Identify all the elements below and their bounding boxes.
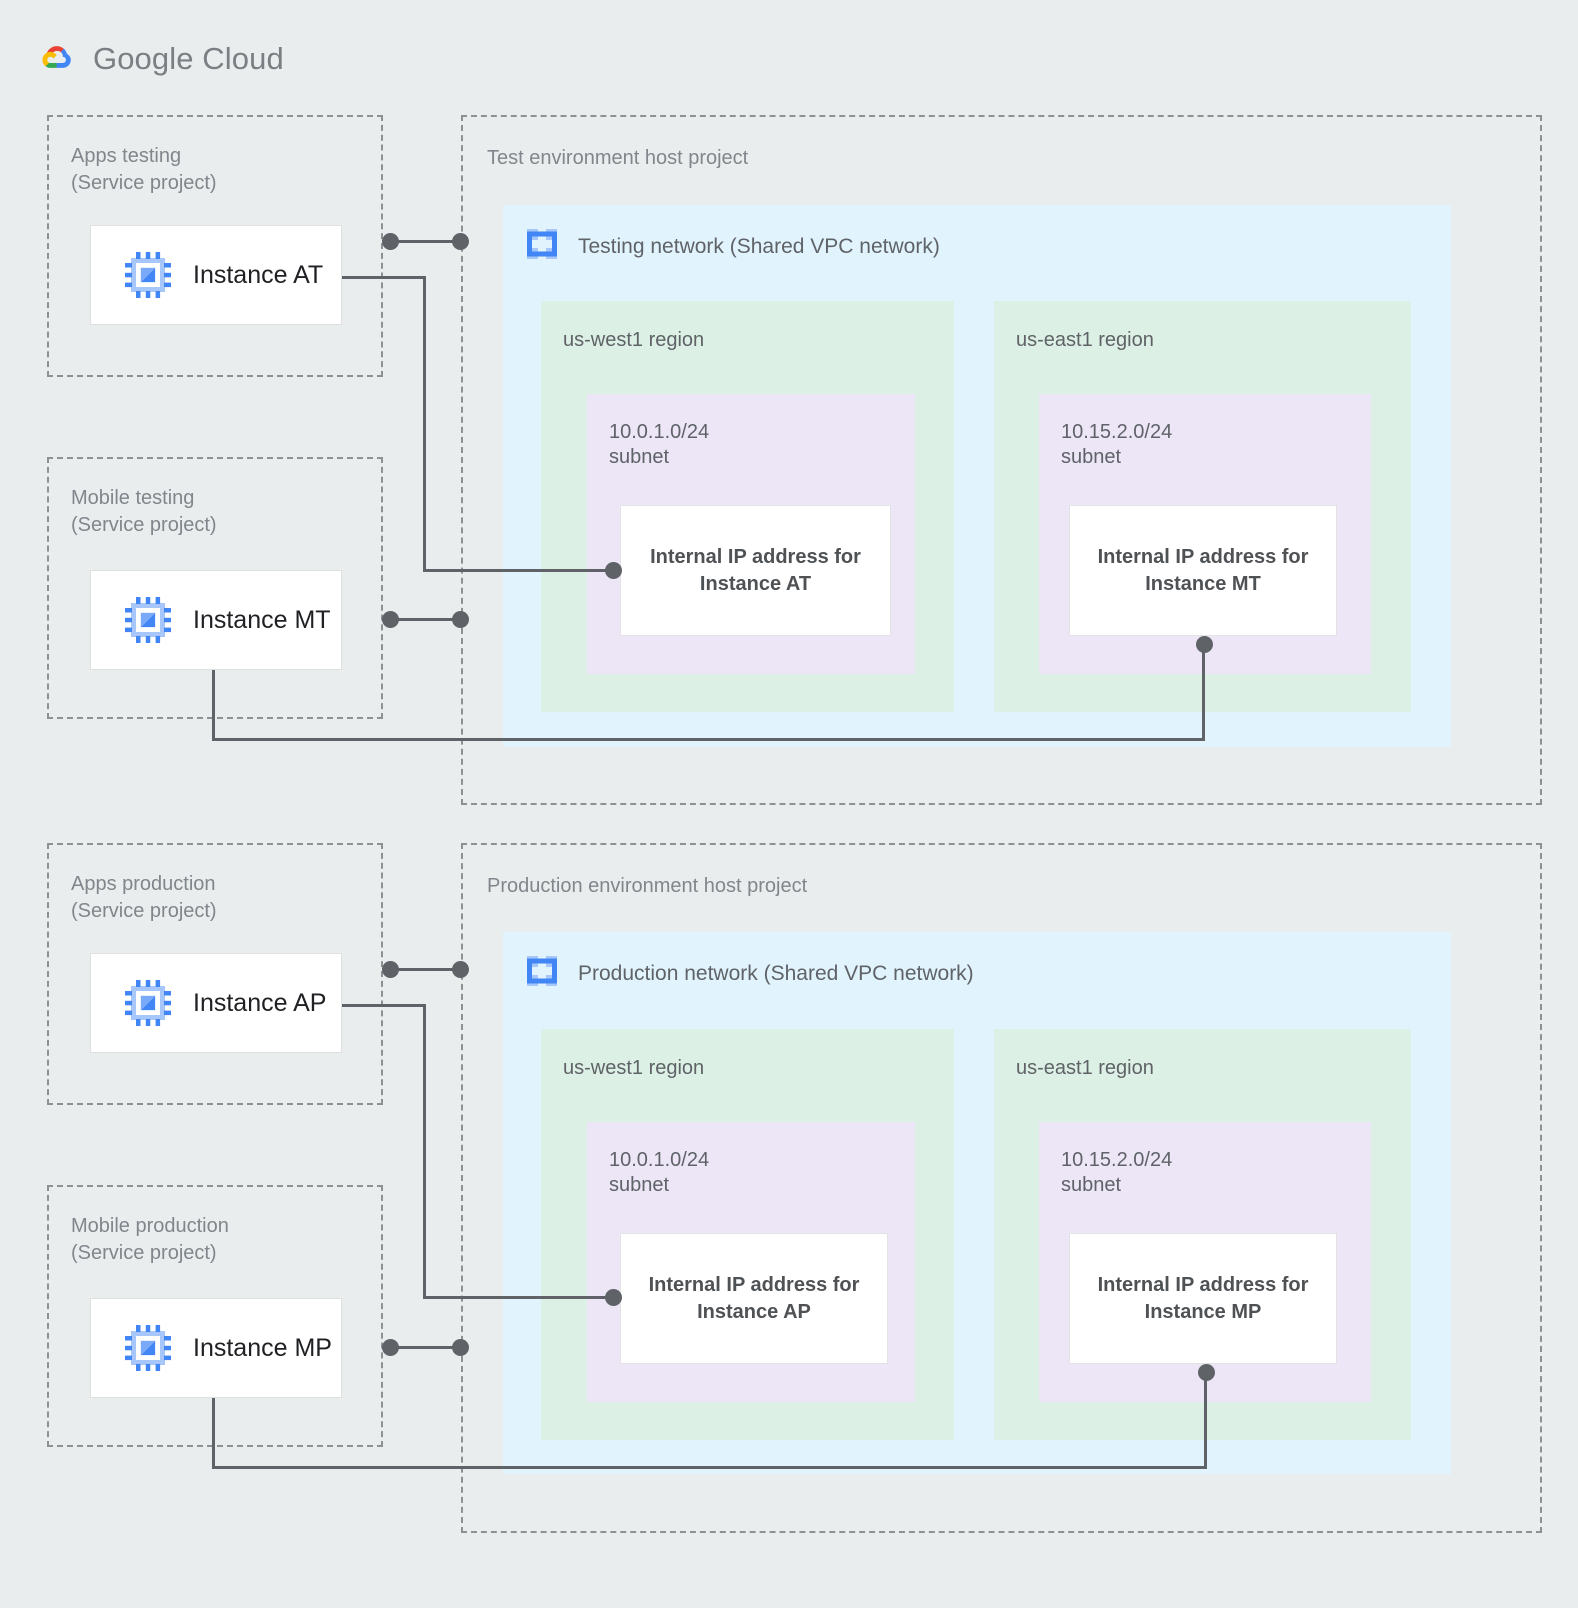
- subnet-label: 10.0.1.0/24 subnet: [609, 421, 710, 468]
- connector-line-mt: [1202, 645, 1205, 740]
- instance-label: Instance MP: [193, 1333, 332, 1362]
- internal-ip-card-mp: Internal IP address for Instance MP: [1069, 1233, 1337, 1364]
- subnet-label: 10.15.2.0/24 subnet: [1061, 1149, 1173, 1196]
- connector-dot: [452, 961, 469, 978]
- connector-line-mp: [212, 1398, 215, 1469]
- vm-instance-icon: [125, 252, 171, 298]
- network-header: Testing network (Shared VPC network): [523, 225, 940, 268]
- internal-ip-label: Internal IP address for Instance MT: [1097, 545, 1309, 595]
- instance-label: Instance AP: [193, 988, 327, 1017]
- connector-dot: [1198, 1364, 1215, 1381]
- service-project-mobile-testing: Mobile testing (Service project): [47, 457, 383, 719]
- instance-card-ap[interactable]: Instance AP: [90, 953, 342, 1053]
- network-label: Testing network (Shared VPC network): [578, 234, 940, 258]
- connector-line-ap: [423, 1296, 619, 1299]
- instance-label: Instance AT: [193, 260, 324, 289]
- connector-line-at: [423, 276, 426, 571]
- service-project-label: Apps testing (Service project): [71, 145, 217, 194]
- connector-line: [390, 968, 460, 971]
- region-label: us-east1 region: [1016, 1057, 1154, 1079]
- service-project-label: Mobile production (Service project): [71, 1215, 229, 1264]
- vm-instance-icon: [125, 980, 171, 1026]
- internal-ip-card-ap: Internal IP address for Instance AP: [620, 1233, 888, 1364]
- service-project-apps-testing: Apps testing (Service project): [47, 115, 383, 377]
- connector-line-mt: [212, 670, 215, 741]
- internal-ip-label: Internal IP address for Instance AP: [648, 1273, 860, 1323]
- internal-ip-label: Internal IP address for Instance MP: [1097, 1273, 1309, 1323]
- instance-card-mp[interactable]: Instance MP: [90, 1298, 342, 1398]
- brand-google: Google: [93, 41, 194, 76]
- connector-line-at: [423, 569, 619, 572]
- connector-line-ap: [423, 1004, 426, 1298]
- subnet-label: 10.15.2.0/24 subnet: [1061, 421, 1173, 468]
- connector-line-mt: [212, 738, 1205, 741]
- host-project-test: Test environment host project: [461, 115, 1542, 805]
- brand-wordmark: Google Cloud: [93, 41, 284, 77]
- internal-ip-card-at: Internal IP address for Instance AT: [620, 505, 891, 636]
- connector-line-ap: [342, 1004, 426, 1007]
- connector-line-mp: [1204, 1373, 1207, 1468]
- connector-dot: [452, 611, 469, 628]
- connector-line: [390, 1346, 460, 1349]
- vm-instance-icon: [125, 597, 171, 643]
- connector-line: [390, 618, 460, 621]
- host-project-production: Production environment host project: [461, 843, 1542, 1533]
- instance-label: Instance MT: [193, 605, 331, 634]
- connector-dot: [605, 562, 622, 579]
- host-project-label: Test environment host project: [487, 147, 749, 169]
- connector-line-at: [342, 276, 426, 279]
- network-header: Production network (Shared VPC network): [523, 952, 974, 995]
- instance-card-at[interactable]: Instance AT: [90, 225, 342, 325]
- host-project-label: Production environment host project: [487, 875, 808, 897]
- vm-instance-icon: [125, 1325, 171, 1371]
- connector-line-mp: [212, 1466, 1207, 1469]
- region-label: us-west1 region: [563, 1057, 705, 1079]
- google-cloud-brand: Google Cloud: [33, 36, 284, 82]
- subnet-label: 10.0.1.0/24 subnet: [609, 1149, 710, 1196]
- connector-dot: [452, 1339, 469, 1356]
- instance-card-mt[interactable]: Instance MT: [90, 570, 342, 670]
- region-label: us-west1 region: [563, 329, 705, 351]
- network-label: Production network (Shared VPC network): [578, 961, 974, 985]
- connector-dot: [452, 233, 469, 250]
- service-project-label: Mobile testing (Service project): [71, 487, 217, 536]
- connector-dot: [1196, 636, 1213, 653]
- vpc-network-icon: [523, 952, 561, 995]
- service-project-apps-production: Apps production (Service project): [47, 843, 383, 1105]
- service-project-label: Apps production (Service project): [71, 873, 217, 922]
- google-cloud-logo-icon: [33, 36, 79, 82]
- connector-line: [390, 240, 460, 243]
- vpc-network-icon: [523, 225, 561, 268]
- connector-dot: [605, 1289, 622, 1306]
- internal-ip-label: Internal IP address for Instance AT: [650, 545, 861, 595]
- brand-cloud: Cloud: [202, 41, 284, 76]
- region-label: us-east1 region: [1016, 329, 1154, 351]
- service-project-mobile-production: Mobile production (Service project): [47, 1185, 383, 1447]
- internal-ip-card-mt: Internal IP address for Instance MT: [1069, 505, 1337, 636]
